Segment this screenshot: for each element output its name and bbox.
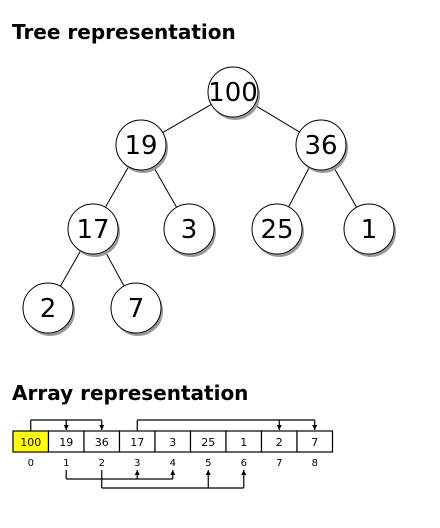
array-cell: 17 bbox=[118, 430, 156, 453]
tree-node: 3 bbox=[163, 203, 216, 257]
array-cell-label: 36 bbox=[95, 436, 109, 449]
array-index-label: 3 bbox=[134, 458, 140, 469]
array-index-label: 6 bbox=[241, 458, 247, 469]
array-index-label: 8 bbox=[312, 458, 318, 469]
array-cell: 36 bbox=[83, 430, 121, 453]
array-links bbox=[30, 419, 318, 489]
tree-node-label: 36 bbox=[304, 131, 337, 161]
tree-edge bbox=[254, 104, 300, 133]
tree-node: 100 bbox=[207, 66, 260, 120]
array-cell-label: 100 bbox=[20, 436, 41, 449]
tree-node-circle bbox=[163, 203, 215, 255]
array-index-label: 4 bbox=[170, 458, 176, 469]
link-arrowhead bbox=[134, 470, 140, 475]
link-arrowhead bbox=[312, 425, 318, 430]
tree-node-circle bbox=[207, 66, 259, 118]
link-arrowhead bbox=[205, 470, 211, 475]
tree-node: 19 bbox=[115, 119, 168, 173]
array-cell: 2 bbox=[260, 430, 298, 453]
link-arrowhead bbox=[276, 425, 282, 430]
tree-node-circle bbox=[22, 282, 74, 334]
array-index-label: 7 bbox=[276, 458, 282, 469]
array-indices: 0 1 2 3 4 5 6 7 8 bbox=[28, 458, 318, 469]
array-cell-label: 25 bbox=[201, 436, 215, 449]
tree-edge bbox=[152, 166, 178, 208]
array-index-label: 5 bbox=[205, 458, 211, 469]
tree-node: 7 bbox=[110, 282, 163, 336]
tree-section-title: Tree representation bbox=[12, 20, 236, 44]
array-index-label: 1 bbox=[63, 458, 69, 469]
tree-node-label: 19 bbox=[124, 131, 157, 161]
tree-node: 36 bbox=[295, 119, 348, 173]
link-arrowhead bbox=[99, 425, 105, 430]
array-index-label: 2 bbox=[99, 458, 105, 469]
array-section-title: Array representation bbox=[12, 381, 248, 405]
array-cell-label: 2 bbox=[276, 436, 283, 449]
tree-edge bbox=[59, 250, 82, 287]
array-cell-label: 19 bbox=[59, 436, 73, 449]
tree-node-label: 2 bbox=[40, 294, 57, 324]
tree-node-label: 3 bbox=[181, 215, 198, 245]
array-cell: 25 bbox=[189, 430, 227, 453]
tree-node-circle bbox=[343, 203, 395, 255]
tree-node: 17 bbox=[67, 203, 120, 257]
array-cell: 19 bbox=[47, 430, 85, 453]
array-cell-label: 1 bbox=[240, 436, 247, 449]
tree-node-circle bbox=[67, 203, 119, 255]
tree-node: 1 bbox=[343, 203, 396, 257]
tree-edge bbox=[104, 166, 130, 208]
array-cell-label: 17 bbox=[130, 436, 144, 449]
tree-node-label: 7 bbox=[128, 294, 145, 324]
tree-node-label: 17 bbox=[76, 215, 109, 245]
link-arrowhead bbox=[170, 470, 176, 475]
tree-node-circle bbox=[110, 282, 162, 334]
tree-node-label: 1 bbox=[361, 215, 378, 245]
tree-edge bbox=[162, 104, 212, 133]
array-cell: 100 bbox=[12, 430, 50, 453]
tree-node-label: 100 bbox=[208, 78, 258, 108]
array-cell-label: 7 bbox=[311, 436, 318, 449]
tree-edge bbox=[288, 166, 310, 208]
array-cells: 100 19 36 17 3 25 1 2 7 bbox=[12, 430, 334, 453]
array-cell-box bbox=[296, 430, 334, 453]
tree-nodes: 100 19 36 17 3 25 1 2 7 bbox=[22, 66, 396, 336]
tree-edges bbox=[59, 104, 358, 287]
array-cell-label: 3 bbox=[169, 436, 176, 449]
array-cell: 1 bbox=[225, 430, 263, 453]
array-cell: 7 bbox=[296, 430, 334, 453]
link-arrowhead bbox=[63, 425, 69, 430]
tree-edge bbox=[104, 250, 125, 287]
tree-node-label: 25 bbox=[260, 215, 293, 245]
tree-node-circle bbox=[251, 203, 303, 255]
tree-node-circle bbox=[115, 119, 167, 171]
tree-node-circle bbox=[295, 119, 347, 171]
array-cell: 3 bbox=[154, 430, 192, 453]
tree-node: 2 bbox=[22, 282, 75, 336]
tree-node: 25 bbox=[251, 203, 304, 257]
tree-edge bbox=[332, 166, 358, 208]
array-index-label: 0 bbox=[28, 458, 34, 469]
link-arrowhead bbox=[241, 470, 247, 475]
